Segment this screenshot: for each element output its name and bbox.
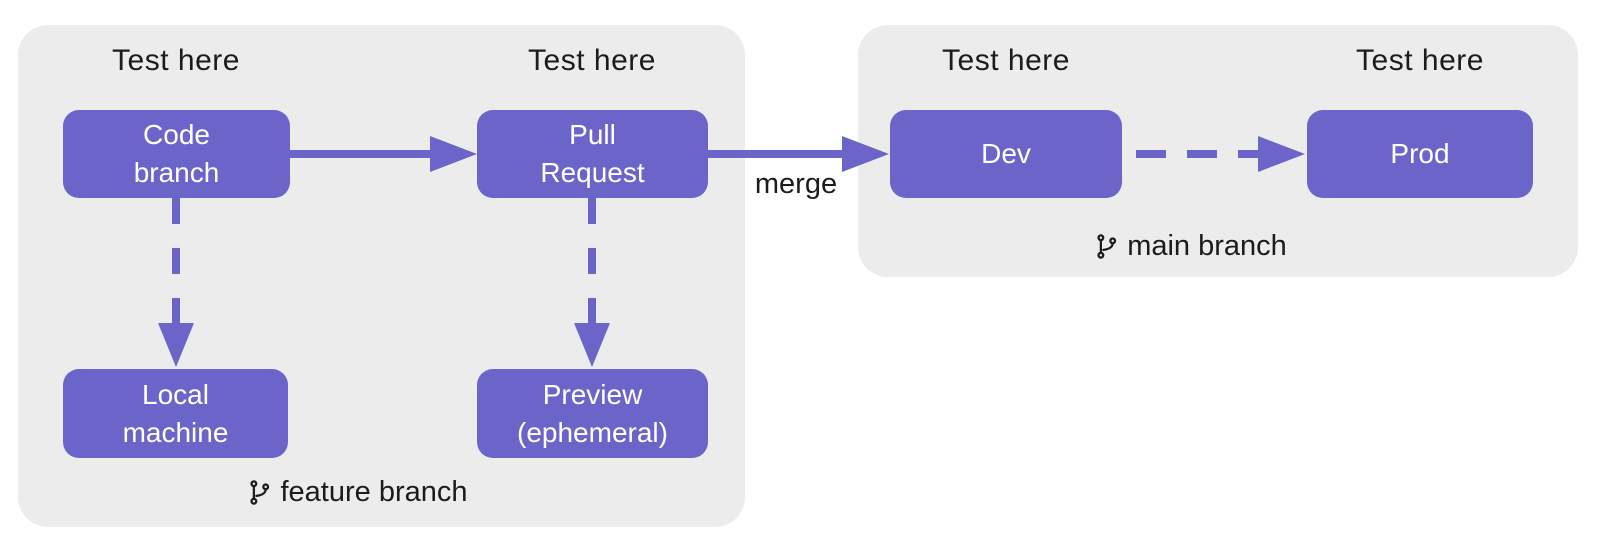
node-dev-label: Dev: [981, 138, 1031, 169]
node-local-machine-line2: machine: [122, 416, 229, 448]
git-branch-icon: [250, 479, 270, 505]
node-prod: Prod: [1307, 110, 1533, 198]
node-code-branch-line2: branch: [133, 157, 220, 188]
test-here-label-pull-request: Test here: [528, 44, 656, 77]
node-pull-request-line2: Request: [540, 157, 645, 188]
node-pull-request-line1: Pull: [569, 119, 616, 150]
test-here-label-dev: Test here: [942, 44, 1070, 77]
merge-label: merge: [754, 168, 838, 200]
git-branch-icon: [1097, 233, 1117, 259]
main-branch-text: main branch: [1127, 229, 1287, 262]
feature-branch-label: feature branch: [207, 472, 507, 512]
node-local-machine-line1: Local: [142, 378, 209, 410]
test-here-label-prod: Test here: [1356, 44, 1484, 77]
node-local-machine: Local machine: [63, 369, 288, 458]
node-preview-line1: Preview: [542, 378, 643, 410]
node-prod-label: Prod: [1390, 138, 1450, 169]
test-here-label-code-branch: Test here: [112, 44, 240, 77]
feature-branch-text: feature branch: [280, 475, 468, 508]
node-dev: Dev: [890, 110, 1122, 198]
node-preview-line2: (ephemeral): [517, 416, 668, 448]
main-branch-label: main branch: [1040, 226, 1340, 266]
node-pull-request: Pull Request: [477, 110, 708, 198]
node-code-branch: Code branch: [63, 110, 290, 198]
node-preview-ephemeral: Preview (ephemeral): [477, 369, 708, 458]
node-code-branch-line1: Code: [143, 119, 210, 150]
